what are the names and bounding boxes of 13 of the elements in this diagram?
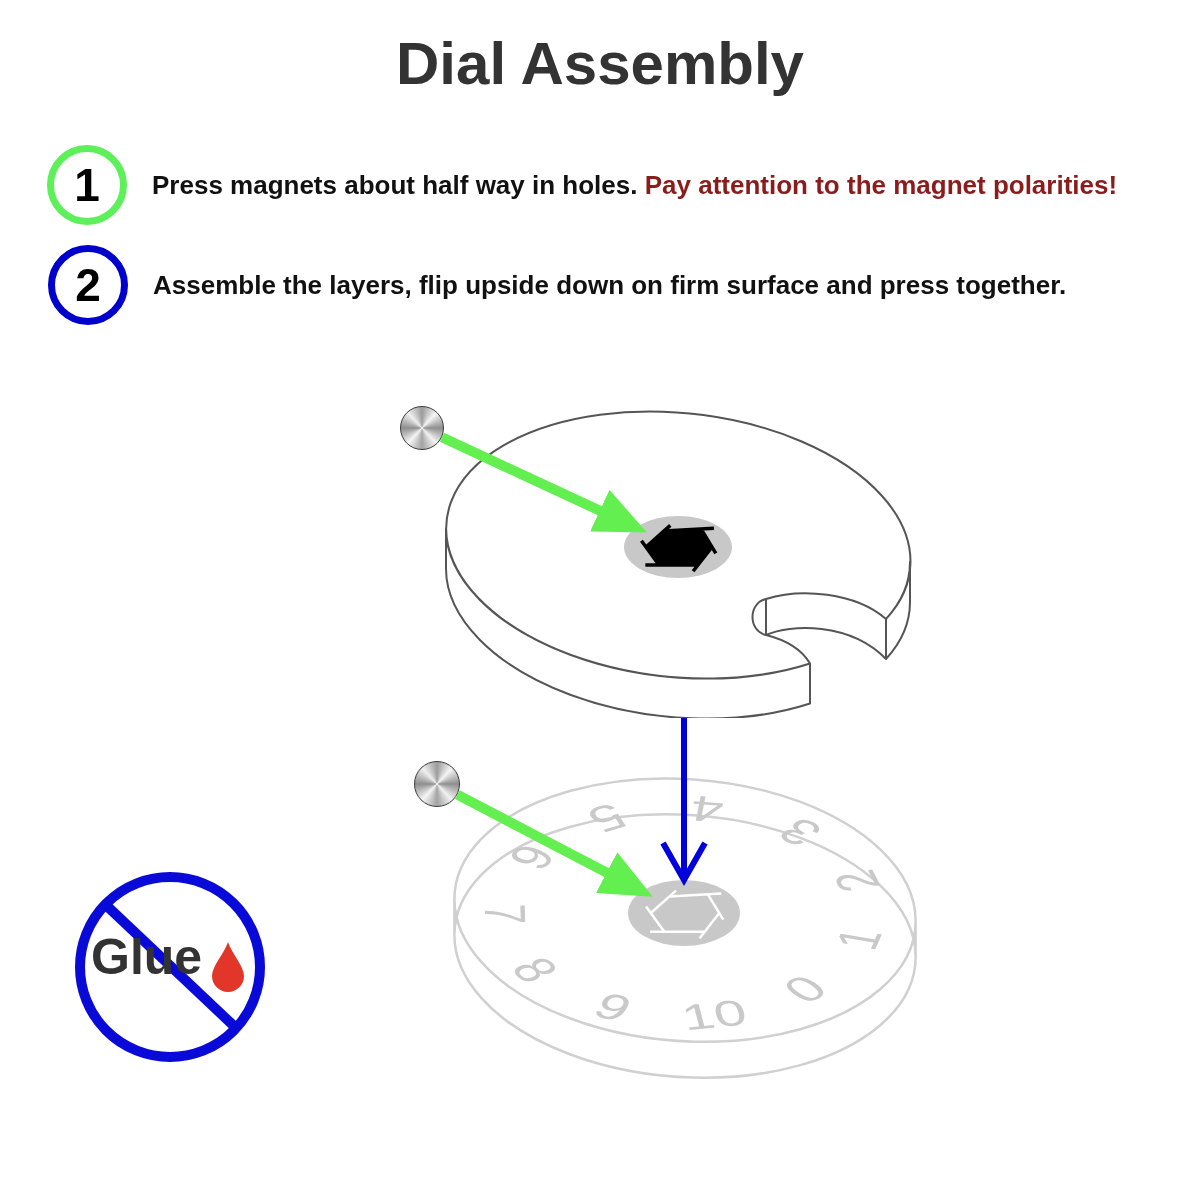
arrow: [455, 790, 653, 897]
instruction-text: Assemble the layers, flip upside down on firm surface and press together.: [153, 272, 1067, 298]
step-number: 1: [74, 162, 100, 208]
magnet-hole: [624, 516, 732, 578]
instruction-text: Press magnets about half way in holes.: [152, 172, 638, 198]
magnet: [414, 761, 460, 807]
magnet: [400, 406, 444, 450]
step-number: 2: [75, 262, 101, 308]
title: Dial Assembly: [396, 34, 804, 94]
arrow: [439, 432, 647, 533]
magnet-hole: [628, 880, 740, 946]
arrow: [660, 717, 708, 883]
warning-text: Pay attention to the magnet polarities!: [644, 172, 1118, 198]
